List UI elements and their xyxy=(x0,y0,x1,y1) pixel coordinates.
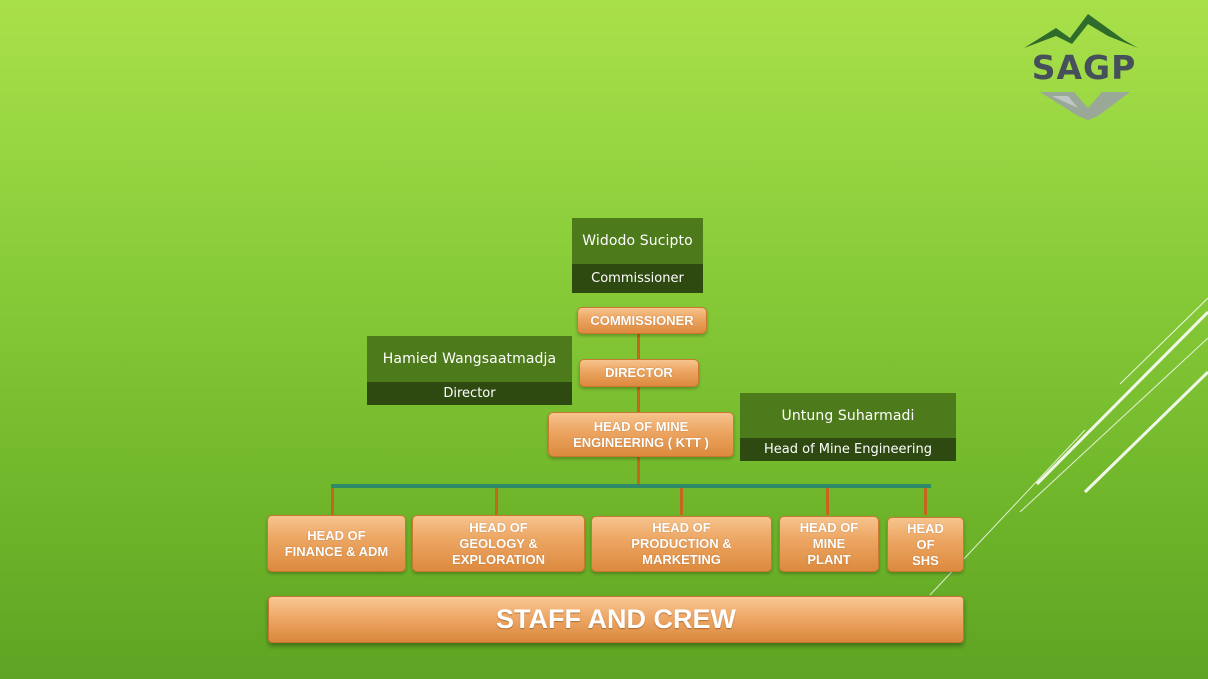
ktt-box: HEAD OF MINE ENGINEERING ( KTT ) xyxy=(548,412,734,457)
connector-director-ktt xyxy=(637,386,640,412)
commissioner-name: Widodo Sucipto xyxy=(572,218,703,264)
commissioner-role: Commissioner xyxy=(572,264,703,293)
head-mine-engineering-role: Head of Mine Engineering xyxy=(740,438,956,461)
head-geology-box: HEAD OF GEOLOGY & EXPLORATION xyxy=(412,515,585,572)
connector-geology xyxy=(495,488,498,515)
branch-bar xyxy=(331,484,931,488)
head-production-box: HEAD OF PRODUCTION & MARKETING xyxy=(591,516,772,572)
connector-shs xyxy=(924,488,927,515)
director-role: Director xyxy=(367,382,572,405)
head-mine-engineering-name: Untung Suharmadi xyxy=(740,393,956,438)
head-finance-box: HEAD OF FINANCE & ADM xyxy=(267,515,406,572)
connector-commissioner-director xyxy=(637,333,640,360)
director-name: Hamied Wangsaatmadja xyxy=(367,336,572,382)
connector-ktt-bar xyxy=(637,456,640,486)
staff-and-crew-box: STAFF AND CREW xyxy=(268,596,964,643)
commissioner-box: COMMISSIONER xyxy=(577,307,707,334)
connector-mine-plant xyxy=(826,488,829,515)
mountain-logo-icon xyxy=(1024,14,1138,120)
connector-production xyxy=(680,488,683,515)
head-shs-box: HEAD OF SHS xyxy=(887,517,964,572)
director-box: DIRECTOR xyxy=(579,359,699,387)
head-mine-plant-box: HEAD OF MINE PLANT xyxy=(779,516,879,572)
connector-finance xyxy=(331,488,334,515)
logo-text: SAGP xyxy=(1031,48,1137,87)
sagp-logo: SAGP xyxy=(1012,12,1152,122)
